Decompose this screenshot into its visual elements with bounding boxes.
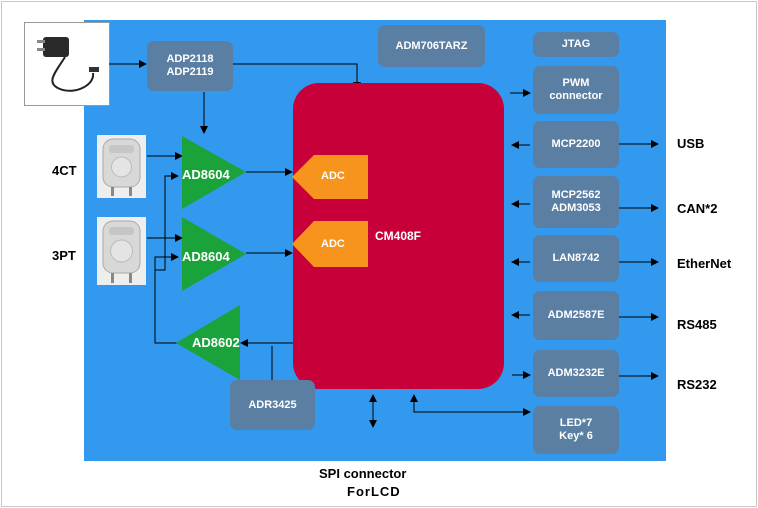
adc-label-1: ADC: [321, 170, 345, 182]
pwm-line2: connector: [549, 90, 603, 102]
can-line1: MCP2562: [551, 189, 601, 201]
pwm-block: PWM connector: [533, 66, 619, 114]
transformer-icon: [102, 138, 141, 196]
pt-input-label: 3PT: [52, 248, 76, 263]
amp-triangle-3: [176, 305, 240, 380]
adm706-block: ADM706TARZ: [378, 25, 485, 67]
for-lcd-label: ForLCD: [347, 484, 401, 499]
rs485-label: RS485: [677, 317, 717, 332]
jtag-block: JTAG: [533, 32, 619, 57]
adc-label-2: ADC: [321, 238, 345, 250]
ct-input-label: 4CT: [52, 163, 77, 178]
adp-line2: ADP2119: [166, 66, 214, 78]
spi-connector-label: SPI connector: [319, 466, 407, 481]
transformer-icon: [102, 220, 141, 283]
led-line2: Key* 6: [559, 430, 593, 442]
adp-block: ADP2118 ADP2119: [147, 41, 233, 91]
adr3425-label: ADR3425: [248, 398, 297, 411]
adp-line1: ADP2118: [166, 53, 214, 65]
can-label: CAN*2: [677, 201, 718, 216]
rs232-label: RS232: [677, 377, 717, 392]
adc-shape-1: [292, 155, 368, 199]
lan-label: LAN8742: [552, 252, 600, 264]
adm3232-label: ADM3232E: [547, 367, 605, 379]
amp-label-1: AD8604: [182, 167, 230, 182]
adm706-label: ADM706TARZ: [395, 39, 468, 52]
amp-label-2: AD8604: [182, 249, 230, 264]
power-adapter-icon: [37, 37, 99, 92]
usb-label: USB: [677, 136, 705, 151]
mcp2200-block: MCP2200: [533, 121, 619, 168]
amp-triangle-1: [182, 136, 246, 209]
pwm-line1: PWM: [562, 77, 590, 89]
adm2587-block: ADM2587E: [533, 291, 619, 340]
mcp2200-label: MCP2200: [551, 138, 601, 150]
amp-triangle-2: [182, 217, 246, 291]
led-key-block: LED*7 Key* 6: [533, 406, 619, 454]
adm3232-block: ADM3232E: [533, 350, 619, 397]
can-line2: ADM3053: [551, 202, 601, 214]
ct-transformer-image: [97, 135, 146, 198]
power-adapter-image: [24, 22, 110, 106]
adc-shape-2: [292, 221, 368, 267]
adr3425-block: ADR3425: [230, 380, 315, 430]
mcu-label: CM408F: [375, 229, 422, 243]
amp-label-3: AD8602: [192, 335, 240, 350]
pt-transformer-image: [97, 217, 146, 285]
adm2587-label: ADM2587E: [547, 309, 605, 321]
jtag-label: JTAG: [561, 38, 591, 50]
can-transceiver-block: MCP2562 ADM3053: [533, 176, 619, 228]
lan-block: LAN8742: [533, 235, 619, 282]
led-line1: LED*7: [559, 417, 593, 429]
ethernet-label: EtherNet: [677, 256, 732, 271]
